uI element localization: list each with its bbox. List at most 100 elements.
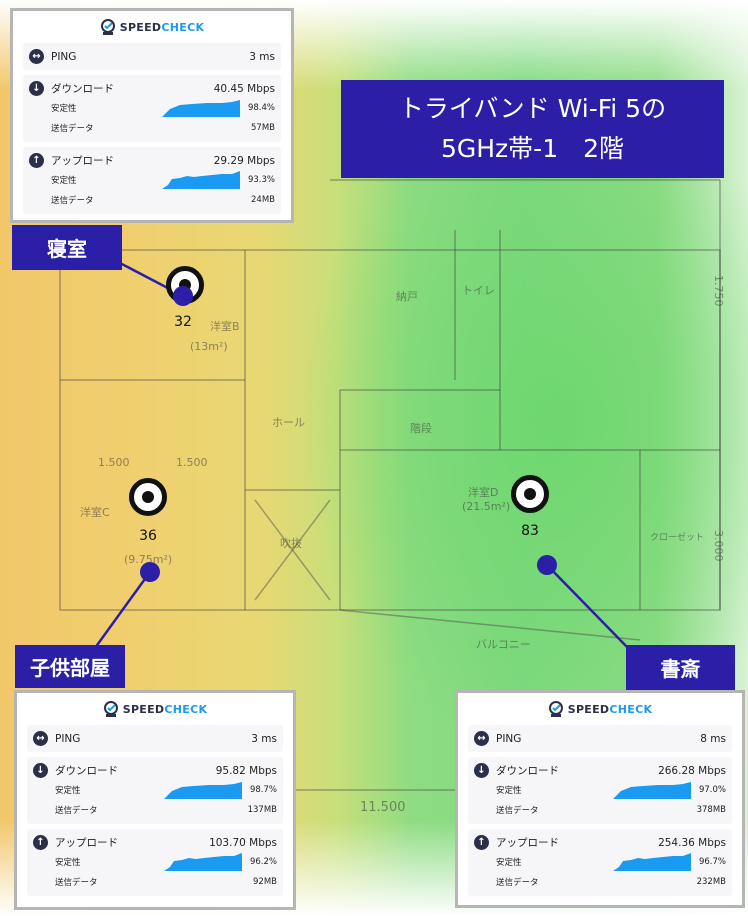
router-target-icon: [166, 266, 204, 304]
plan-dimension: 1.750: [712, 275, 725, 307]
ping-label: PING: [496, 732, 522, 745]
room-tag-bedroom: 寝室: [12, 225, 122, 270]
ping-value: 8 ms: [700, 732, 726, 745]
plan-dimension: 1.500: [176, 456, 208, 469]
measure-point-kids-room: [140, 562, 160, 582]
download-data-value: 378MB: [696, 805, 726, 815]
stability-label: 安定性: [51, 176, 77, 186]
download-label: ダウンロード: [51, 83, 114, 95]
target-icon: [129, 478, 167, 516]
data-label: 送信データ: [55, 878, 98, 888]
speedcheck-logo-icon: [100, 19, 115, 35]
stability-label: 安定性: [51, 104, 77, 114]
ping-label: PING: [51, 50, 77, 63]
ping-block: ↔ PING 8 ms: [468, 725, 732, 752]
upload-stability-graph: [612, 853, 691, 871]
speedcheck-logo-icon: [103, 701, 118, 717]
plan-dimension: 1.500: [98, 456, 130, 469]
plan-label: 吹抜: [280, 537, 302, 550]
target-icon: [511, 475, 549, 513]
logo-text: SPEEDCHECK: [119, 20, 205, 34]
download-data-value: 57MB: [251, 123, 275, 133]
speedcheck-logo: SPEEDCHECK: [468, 699, 732, 719]
download-label: ダウンロード: [496, 765, 559, 777]
download-block: ↓ ダウンロード 40.45 Mbps 安定性 98.4% 送信データ 57MB: [23, 75, 281, 142]
stability-label: 安定性: [496, 786, 522, 796]
plan-label: クローゼット: [650, 533, 705, 543]
plan-dimension: 3.000: [712, 530, 725, 562]
download-stability-graph: [161, 100, 240, 117]
speedtest-card-study: SPEEDCHECK ↔ PING 8 ms ↓ ダウンロード 266.28 Mbps …: [455, 690, 745, 908]
plan-label: 納戸: [396, 290, 418, 303]
signal-value: 32: [174, 314, 192, 330]
download-stability-value: 98.7%: [249, 785, 277, 795]
data-label: 送信データ: [496, 806, 539, 816]
upload-label: アップロード: [496, 837, 559, 849]
measure-point-study: [537, 555, 557, 575]
room-tag-kids-room: 子供部屋: [15, 645, 125, 688]
ping-value: 3 ms: [249, 50, 275, 63]
download-value: 40.45 Mbps: [213, 82, 275, 95]
ping-arrows-icon: ↔: [33, 731, 48, 746]
title-line-2: 5GHz帯-1 2階: [440, 134, 625, 163]
upload-arrow-icon: ↑: [29, 153, 44, 168]
stability-label: 安定性: [496, 858, 522, 868]
download-data-value: 137MB: [247, 805, 277, 815]
plan-label: (13m²): [190, 340, 228, 353]
upload-label: アップロード: [55, 837, 118, 849]
ping-block: ↔ PING 3 ms: [27, 725, 283, 752]
ping-value: 3 ms: [251, 732, 277, 745]
upload-label: アップロード: [51, 155, 114, 167]
plan-label: 洋室C: [80, 506, 110, 519]
download-arrow-icon: ↓: [474, 763, 489, 778]
plan-label: (21.5m²): [462, 500, 511, 513]
plan-dimension: 11.500: [360, 800, 406, 815]
download-stability-value: 97.0%: [698, 785, 726, 795]
logo-text: SPEEDCHECK: [122, 702, 208, 716]
download-value: 95.82 Mbps: [215, 764, 277, 777]
upload-data-value: 232MB: [696, 877, 726, 887]
plan-label: 洋室D: [468, 486, 499, 499]
upload-stability-graph: [161, 171, 240, 189]
ping-arrows-icon: ↔: [474, 731, 489, 746]
data-label: 送信データ: [51, 124, 94, 134]
page-title: トライバンド Wi-Fi 5の 5GHz帯-1 2階: [341, 80, 724, 178]
plan-label: (9.75m²): [124, 553, 173, 566]
plan-label: トイレ: [462, 284, 495, 297]
download-label: ダウンロード: [55, 765, 118, 777]
speedtest-card-bedroom: SPEEDCHECK ↔ PING 3 ms ↓ ダウンロード 40.45 Mbps 安…: [10, 8, 294, 223]
download-arrow-icon: ↓: [33, 763, 48, 778]
logo-text: SPEEDCHECK: [567, 702, 653, 716]
upload-data-value: 92MB: [253, 877, 277, 887]
upload-value: 29.29 Mbps: [213, 154, 275, 167]
plan-label: ホール: [272, 416, 305, 429]
download-stability-value: 98.4%: [247, 103, 275, 113]
stability-label: 安定性: [55, 786, 81, 796]
plan-label: 階段: [410, 422, 432, 435]
data-label: 送信データ: [496, 878, 539, 888]
signal-value: 83: [521, 523, 539, 539]
upload-arrow-icon: ↑: [33, 835, 48, 850]
download-stability-graph: [163, 782, 242, 799]
ping-label: PING: [55, 732, 81, 745]
download-arrow-icon: ↓: [29, 81, 44, 96]
room-tag-study: 書斎: [626, 645, 735, 690]
data-label: 送信データ: [55, 806, 98, 816]
speedtest-card-kids-room: SPEEDCHECK ↔ PING 3 ms ↓ ダウンロード 95.82 Mbps 安…: [14, 690, 296, 910]
upload-stability-value: 96.2%: [249, 857, 277, 867]
plan-label: バルコニー: [476, 638, 531, 651]
ping-arrows-icon: ↔: [29, 49, 44, 64]
download-value: 266.28 Mbps: [658, 764, 726, 777]
upload-arrow-icon: ↑: [474, 835, 489, 850]
speedcheck-logo: SPEEDCHECK: [23, 17, 281, 37]
upload-stability-value: 96.7%: [698, 857, 726, 867]
download-block: ↓ ダウンロード 266.28 Mbps 安定性 97.0% 送信データ 378MB: [468, 757, 732, 824]
upload-data-value: 24MB: [251, 195, 275, 205]
data-label: 送信データ: [51, 196, 94, 206]
ping-block: ↔ PING 3 ms: [23, 43, 281, 70]
speedcheck-logo-icon: [548, 701, 563, 717]
